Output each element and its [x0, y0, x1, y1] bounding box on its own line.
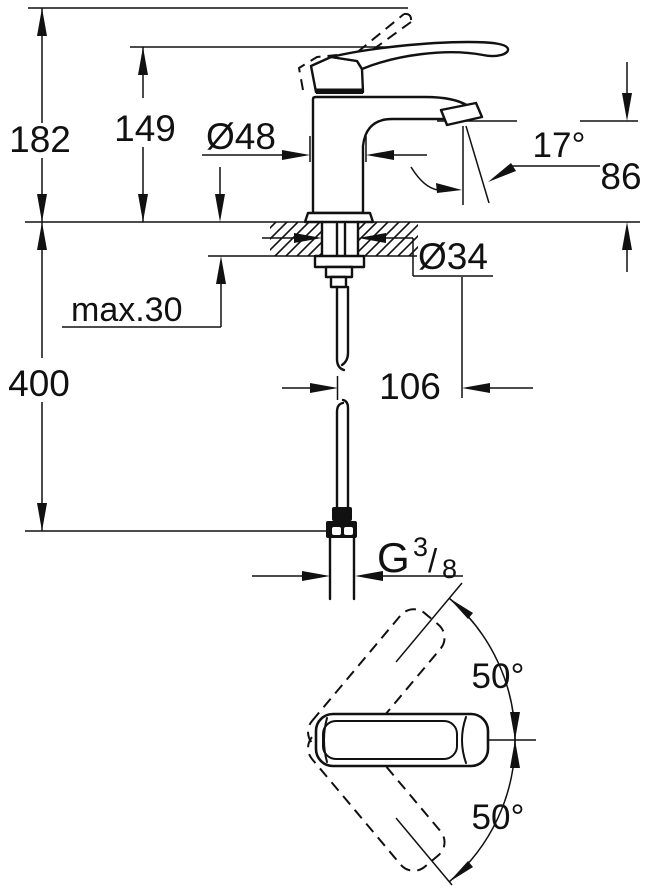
dimension-diameter-34-label: Ø34 [418, 236, 488, 277]
dimension-106: 106 [282, 366, 533, 407]
thread-slash: / [428, 542, 438, 579]
side-view: 182 149 400 86 Ø48 [8, 7, 642, 601]
dimension-149-label: 149 [114, 108, 176, 149]
dimension-86: 86 [600, 62, 642, 272]
dimension-angle-17-label: 17° [533, 126, 586, 165]
hose-fitting [332, 507, 352, 521]
dimension-angle-50-down [395, 739, 520, 886]
dimension-max-30-label: max.30 [71, 291, 183, 329]
countertop-hatching [270, 222, 418, 256]
cap-seam [316, 88, 363, 94]
handle-plan-solid [314, 712, 490, 768]
shank-and-hose [313, 220, 366, 601]
faucet-aerator [439, 101, 484, 127]
thread-numerator: 3 [413, 532, 428, 562]
dimension-diameter-48-label: Ø48 [206, 116, 276, 157]
top-view: 50° 50° [307, 582, 536, 886]
faucet-lever [329, 40, 510, 71]
dimension-thread-g38: G 3 / 8 [252, 532, 463, 584]
dimension-diameter-48: Ø48 [202, 116, 427, 162]
dimension-106-label: 106 [379, 366, 441, 407]
dimension-182: 182 [9, 8, 71, 222]
dimension-angle-17: 17° [410, 125, 600, 205]
angle-50-down-label: 50° [472, 798, 525, 837]
dimension-400: 400 [8, 222, 70, 531]
handle-centerline [487, 731, 536, 749]
dimension-400-label: 400 [8, 363, 70, 404]
dimension-diameter-34: Ø34 [262, 233, 493, 398]
faucet-body [303, 40, 510, 224]
dimension-86-label: 86 [600, 156, 641, 197]
dimension-149: 149 [114, 47, 176, 222]
thread-letter: G [377, 534, 410, 581]
faucet-base-plate [303, 211, 375, 224]
dimension-angle-50-up [395, 582, 520, 741]
thread-denominator: 8 [442, 554, 457, 584]
faucet-cartridge-cap [309, 55, 365, 94]
dimension-182-label: 182 [9, 119, 71, 160]
dimension-max-30: max.30 [62, 167, 226, 329]
mounting-nut [313, 254, 366, 269]
angle-50-up-label: 50° [472, 657, 525, 696]
thread-tail [328, 536, 356, 601]
